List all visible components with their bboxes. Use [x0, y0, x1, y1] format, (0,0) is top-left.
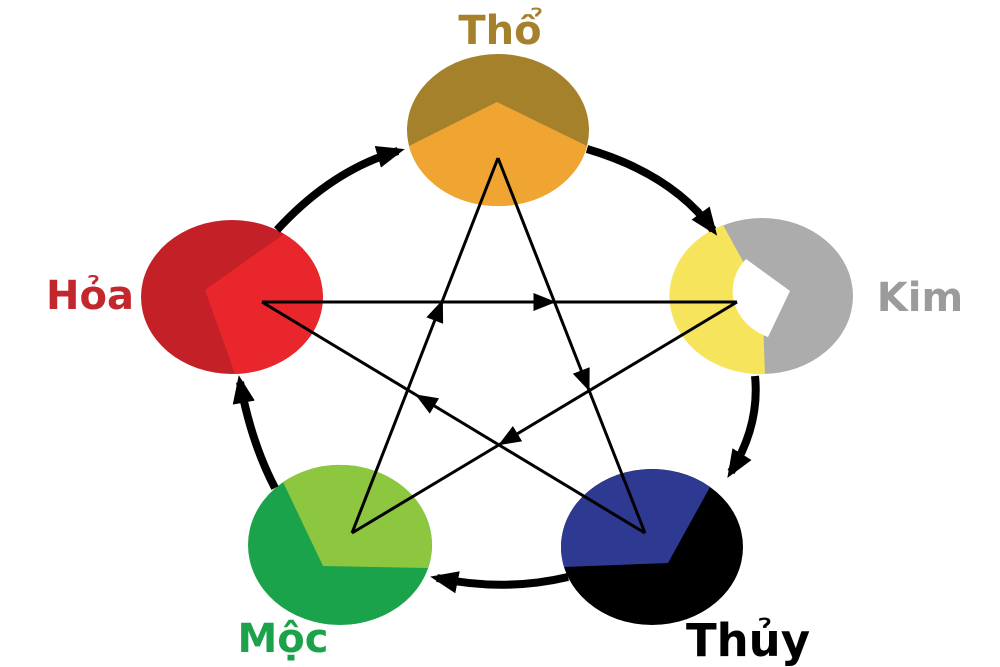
thuy-wedge [560, 469, 710, 567]
inner-arrow-kim-to-moc [351, 300, 738, 535]
kim-wedge [669, 225, 765, 375]
inner-arrow-thuy-to-hoa [261, 300, 646, 535]
inner-cycle-arrows [261, 157, 738, 535]
label-kim: Kim [877, 275, 963, 321]
element-circle-hoa [141, 220, 323, 374]
element-labels: Thổ Kim Thủy Mộc Hỏa [46, 6, 963, 667]
kim-inner-wedge [732, 259, 790, 337]
label-thuy: Thủy [686, 614, 810, 667]
outer-arrow-kim-to-thuy [727, 375, 760, 478]
element-circle-moc [248, 464, 432, 625]
outer-arrow-thuy-to-moc [430, 571, 569, 594]
outer-arrow-hoa-to-tho [274, 146, 405, 233]
outer-cycle-arrows [232, 145, 760, 594]
tho-wedge [409, 102, 587, 207]
label-moc: Mộc [238, 616, 329, 662]
inner-arrow-tho-to-thuy [496, 157, 647, 534]
element-circle-tho [407, 54, 589, 207]
label-hoa: Hỏa [46, 273, 134, 319]
inner-arrow-moc-to-tho [350, 157, 500, 534]
outer-arrow-tho-to-kim [585, 145, 718, 236]
element-circle-kim [669, 218, 853, 375]
outer-arrow-moc-to-hoa [232, 375, 279, 490]
label-tho: Thổ [458, 6, 542, 54]
element-circles [141, 54, 853, 625]
element-circle-thuy [560, 469, 743, 625]
